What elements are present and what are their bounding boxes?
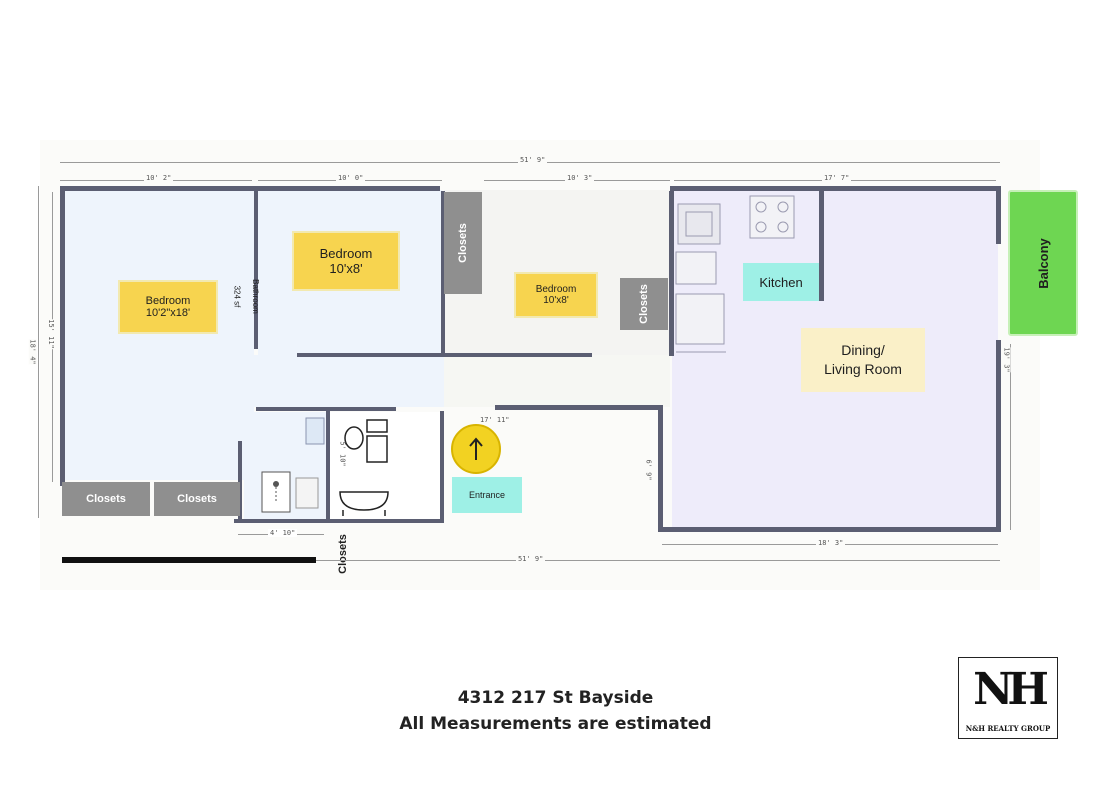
closet-top: Closets xyxy=(444,192,482,294)
closet-mid-label: Closets xyxy=(177,493,217,505)
dimline-overall-bottom xyxy=(316,560,1000,561)
dim-overall-top: 51' 9" xyxy=(518,156,548,164)
dim-seg1: 10' 2" xyxy=(144,174,174,182)
dim-hall: 17' 11" xyxy=(480,416,510,424)
wall-kitchen-right xyxy=(819,191,824,301)
dim-living-bottom: 18' 3" xyxy=(816,539,846,547)
bathroom-fixtures-icon xyxy=(261,417,389,516)
wall-hall-bottom-right xyxy=(495,405,663,410)
logo-monogram: NH xyxy=(973,664,1049,715)
kitchen-label: Kitchen xyxy=(743,263,819,301)
wall-kitchen-left xyxy=(669,191,674,356)
wall-right-lower xyxy=(996,340,1001,530)
bedroom-mid-label: Bedroom 10'x8' xyxy=(292,231,400,291)
closet-left-label: Closets xyxy=(86,493,126,505)
entrance-label: Entrance xyxy=(452,477,522,513)
dimline-left-outer xyxy=(38,186,39,518)
bedroom-large-size: 10'2"x18' xyxy=(145,307,191,319)
wall-bed-mid-right xyxy=(441,191,445,356)
wall-left xyxy=(60,186,65,486)
bedroom-mid-size: 10'x8' xyxy=(329,261,363,276)
closet-top-label: Closets xyxy=(457,223,469,263)
bathroom-area-label: 324 sf xyxy=(232,285,242,308)
wall-living-bottom xyxy=(658,527,1001,532)
bedroom-large-area xyxy=(64,190,254,480)
wall-top xyxy=(60,186,440,191)
entry-hall-area xyxy=(444,355,670,407)
address-text: 4312 217 St Bayside xyxy=(457,688,654,708)
bedroom-large-label: Bedroom 10'2"x18' xyxy=(118,280,218,334)
wall-living-left xyxy=(658,406,663,532)
bedroom-small-label: Bedroom 10'x8' xyxy=(514,272,598,318)
wall-top-right xyxy=(670,186,1000,191)
wall-bath-left xyxy=(238,441,242,523)
kitchen-text: Kitchen xyxy=(759,274,803,290)
wall-bed-divider xyxy=(254,191,258,349)
entrance-text: Entrance xyxy=(468,490,506,500)
bedroom-large-name: Bedroom xyxy=(145,295,191,307)
kitchen-fixtures-icon xyxy=(675,195,795,353)
wall-right-upper xyxy=(996,186,1001,244)
bedroom-small-name: Bedroom xyxy=(535,284,577,295)
wall-bath-bottom xyxy=(234,519,444,523)
closet-center: Closets xyxy=(620,278,668,330)
dining-line2: Living Room xyxy=(824,361,902,377)
dim-overall-bottom: 51' 9" xyxy=(516,555,546,563)
company-logo: NH N&H REALTY GROUP xyxy=(958,657,1058,739)
logo-text: N&H REALTY GROUP xyxy=(965,724,1051,733)
up-arrow-icon xyxy=(469,437,483,460)
dim-left-inner: 15' 11" xyxy=(46,319,55,349)
dim-left-outer: 18' 4" xyxy=(28,339,37,365)
estimate-note: All Measurements are estimated xyxy=(399,714,712,734)
hall-area xyxy=(64,355,444,407)
closet-bottom-label: Closets xyxy=(336,534,349,574)
wall-hall-bottom-left xyxy=(256,407,396,411)
dim-entry-side: 6' 9" xyxy=(644,459,653,481)
bedroom-mid-name: Bedroom xyxy=(319,246,373,261)
wall-bottom-left xyxy=(62,557,316,563)
dim-bath-small: 5' 10" xyxy=(338,441,347,467)
dim-right: 19' 3" xyxy=(1002,347,1011,373)
dim-seg3: 10' 3" xyxy=(565,174,595,182)
bedroom-small-size: 10'x8' xyxy=(543,295,569,306)
closet-center-label: Closets xyxy=(638,284,650,324)
dimline-right xyxy=(1010,344,1011,530)
closet-left: Closets xyxy=(62,482,150,516)
dim-seg2: 10' 0" xyxy=(336,174,366,182)
wall-bath-right xyxy=(440,411,444,523)
entrance-marker xyxy=(451,424,501,474)
dim-bath-bottom: 4' 10" xyxy=(268,529,298,537)
closet-mid: Closets xyxy=(154,482,240,516)
dim-seg4: 17' 7" xyxy=(822,174,852,182)
bathroom-label: Bathroom xyxy=(250,279,260,314)
dining-line1: Dining/ xyxy=(841,342,885,358)
balcony-label: Balcony xyxy=(1035,237,1051,289)
wall-hall-top xyxy=(297,353,592,357)
wall-bath-divider xyxy=(326,411,330,523)
balcony: Balcony xyxy=(1008,190,1078,336)
dining-living-label: Dining/ Living Room xyxy=(801,328,925,392)
